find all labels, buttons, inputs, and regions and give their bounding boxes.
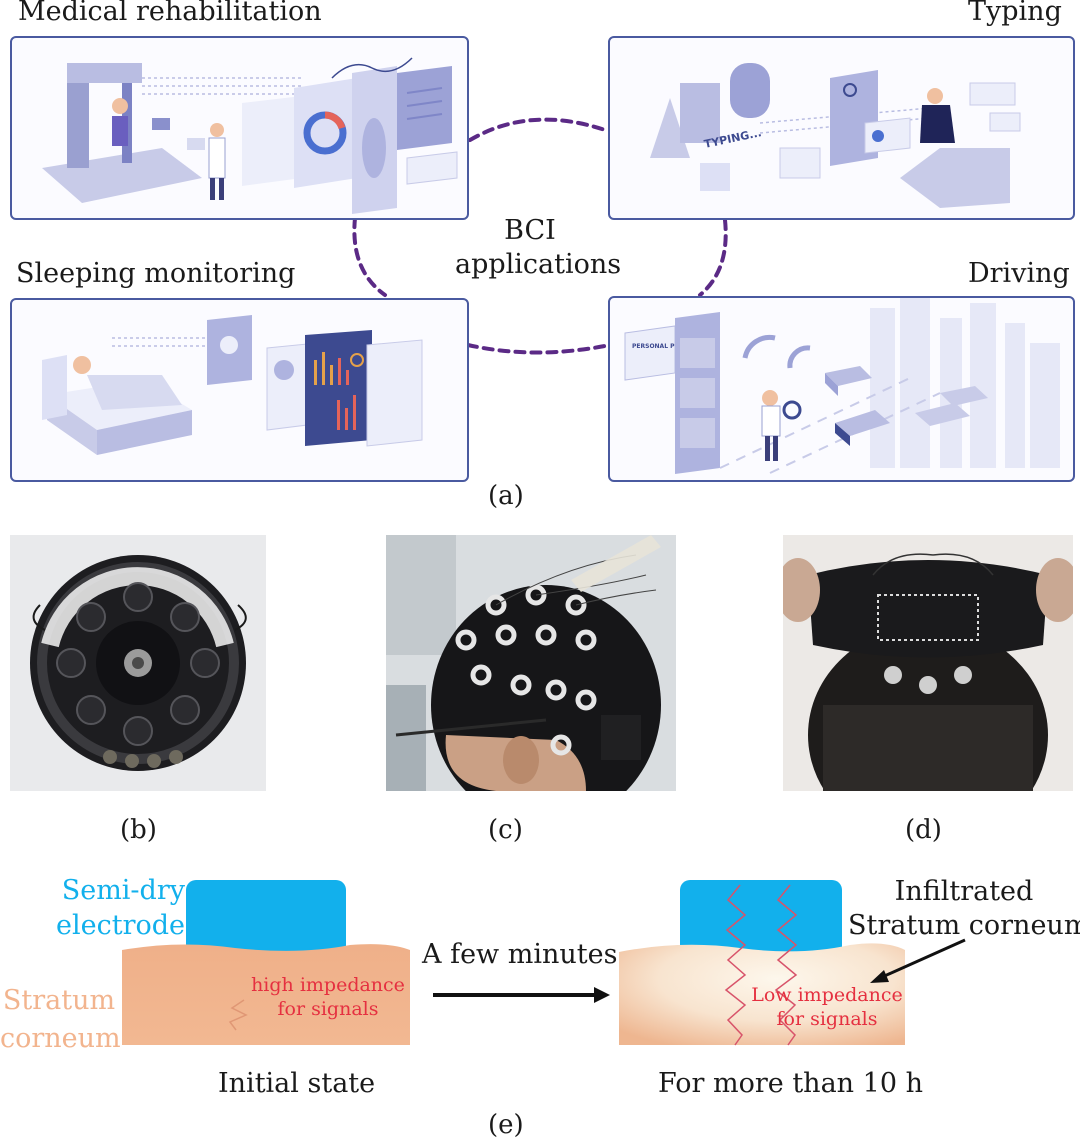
typing-panel: TYPING... — [608, 36, 1075, 220]
high-impedance-line-2: for signals — [277, 997, 379, 1020]
caption-c: (c) — [488, 815, 523, 845]
electrode-mechanism-diagram — [122, 880, 966, 1046]
photo-semi-dry-cap-side — [386, 535, 676, 791]
typing-illustration: TYPING... — [650, 63, 1021, 208]
later-state-label: For more than 10 h — [658, 1068, 923, 1099]
medical-rehabilitation-panel — [10, 36, 469, 220]
caption-a: (a) — [488, 481, 524, 511]
infiltrated-line-1: Infiltrated — [894, 876, 1034, 907]
label-typing: Typing — [968, 0, 1062, 27]
label-medical-rehabilitation: Medical rehabilitation — [18, 0, 322, 27]
caption-e: (e) — [488, 1110, 524, 1140]
low-impedance-label: Low impedance for signals — [742, 984, 912, 1032]
time-arrow — [433, 987, 610, 1003]
infiltrated-label: Infiltrated Stratum corneum — [848, 875, 1080, 943]
infiltration-pointer-arrow — [870, 938, 966, 983]
infiltrated-line-2: Stratum corneum — [848, 909, 1080, 941]
signal-trace-initial — [228, 999, 248, 1031]
stratum-label-line-2: corneum — [0, 1022, 121, 1054]
sleeping-illustration — [42, 315, 423, 455]
high-impedance-line-1: high impedance — [251, 974, 405, 996]
label-driving: Driving — [968, 258, 1070, 289]
skin-infiltrated — [619, 943, 905, 1045]
stratum-corneum-label: Stratum corneum — [0, 982, 121, 1058]
electrode-cap-image — [10, 535, 266, 791]
skin-initial — [122, 944, 410, 1045]
stratum-label-line-1: Stratum — [2, 985, 116, 1016]
conductive-paths — [724, 884, 798, 1046]
semi-dry-electrode-label: Semi-dry electrode — [56, 873, 185, 943]
caption-b: (b) — [120, 815, 157, 845]
driving-illustration: PERSONAL PROFILE — [624, 298, 1060, 474]
bci-line-2: applications — [455, 248, 622, 280]
profile-text: PERSONAL PROFILE — [632, 343, 699, 350]
bci-connection-links — [352, 117, 728, 355]
bci-line-1: BCI — [504, 215, 556, 246]
headband-image — [783, 535, 1073, 791]
bci-center-title: BCI applications — [455, 214, 622, 282]
arrow-label: A few minutes — [422, 939, 618, 970]
electrode-label-line-2: electrode — [56, 910, 185, 942]
rehab-illustration — [42, 57, 458, 214]
high-impedance-label: high impedance for signals — [245, 974, 411, 1022]
low-impedance-line-1: Low impedance — [751, 984, 903, 1006]
low-impedance-line-2: for signals — [776, 1007, 878, 1030]
semi-dry-cap-image — [386, 535, 676, 791]
label-sleeping-monitoring: Sleeping monitoring — [16, 258, 296, 289]
driving-panel: PERSONAL PROFILE — [608, 296, 1075, 482]
photo-electrode-cap-top — [10, 535, 266, 791]
photo-headband-back — [783, 535, 1073, 791]
initial-state-label: Initial state — [218, 1068, 376, 1099]
electrode-label-line-1: Semi-dry — [61, 875, 185, 906]
sleeping-monitoring-panel — [10, 298, 469, 482]
caption-d: (d) — [905, 815, 942, 845]
